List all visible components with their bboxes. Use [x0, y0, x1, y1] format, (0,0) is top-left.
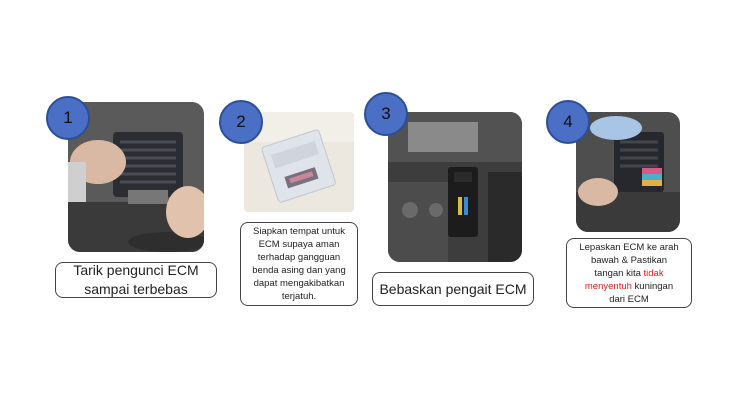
step-4-caption-line4-b: kuningan	[631, 280, 674, 292]
step-4-caption-line4: menyentuh kuningan	[585, 280, 673, 293]
step-2-caption: Siapkan tempat untuk ECM supaya aman ter…	[240, 222, 358, 306]
step-4-caption-line3-a: tangan kita	[594, 267, 644, 279]
step-4-caption-highlight-2: menyentuh	[584, 280, 632, 292]
step-2-caption-line6: terjatuh.	[281, 291, 317, 302]
step-4-caption-highlight-1: tidak	[643, 267, 664, 279]
step-2-caption-line3: terhadap gangguan	[257, 252, 341, 263]
step-3-caption-text: Bebaskan pengait ECM	[379, 280, 527, 297]
step-2-caption-line2: ECM supaya aman	[258, 239, 340, 250]
step-4-caption-line2: bawah & Pastikan	[590, 254, 668, 266]
step-4-caption-line5: dari ECM	[609, 293, 649, 305]
step-2-caption-line4: benda asing dan yang	[252, 265, 346, 276]
step-4-caption: Lepaskan ECM ke arah bawah & Pastikan ta…	[566, 238, 692, 308]
step-4-photo	[576, 112, 680, 232]
step-1-caption-line1: Tarik pengunci ECM	[73, 262, 199, 278]
step-1-badge: 1	[46, 96, 90, 140]
step-4-caption-line1: Lepaskan ECM ke arah	[579, 241, 679, 253]
step-4-badge: 4	[546, 100, 590, 144]
step-3-caption: Bebaskan pengait ECM	[372, 272, 534, 306]
step-1-caption: Tarik pengunci ECM sampai terbebas	[55, 262, 217, 298]
step-2-badge: 2	[219, 100, 263, 144]
step-2-photo	[244, 112, 354, 212]
step-2-caption-line5: dapat mengakibatkan	[253, 278, 345, 289]
step-2-caption-line1: Siapkan tempat untuk	[253, 226, 345, 237]
step-4-caption-line3: tangan kita tidak	[594, 267, 663, 280]
step-1-caption-line2: sampai terbebas	[84, 281, 188, 297]
step-1-photo	[68, 102, 204, 252]
step-3-badge: 3	[364, 92, 408, 136]
step-3-photo	[388, 112, 522, 262]
